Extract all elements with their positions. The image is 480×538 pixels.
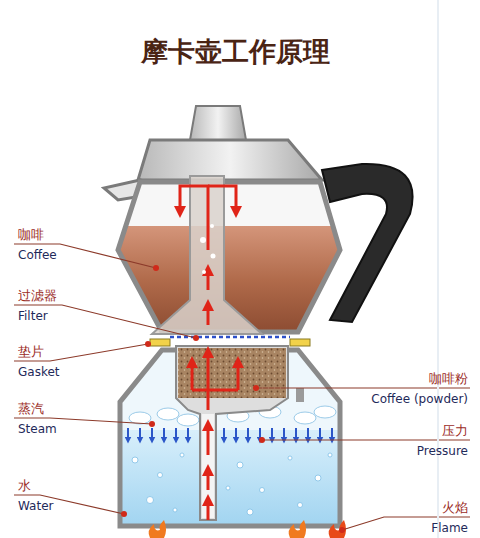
part-name: 咖啡粉 xyxy=(429,371,468,387)
lid-knob xyxy=(190,106,246,140)
part-name-english: Steam xyxy=(18,422,57,436)
pressure-arrow xyxy=(247,428,249,440)
bubble xyxy=(147,497,154,504)
pressure-arrow xyxy=(139,428,141,440)
leader-dot xyxy=(253,385,259,391)
part-name-english: Pressure xyxy=(417,444,468,458)
leader-dots xyxy=(121,265,345,533)
part-name: 蒸汽 xyxy=(18,401,44,417)
flow-arrow xyxy=(180,186,208,250)
pressure-arrow xyxy=(187,428,189,440)
bubble xyxy=(180,453,184,457)
lid xyxy=(138,140,322,180)
part-name: 压力 xyxy=(442,423,468,439)
flow-arrow xyxy=(208,186,236,212)
bubble xyxy=(158,473,163,478)
part-name-english: Gasket xyxy=(18,365,60,379)
bubble xyxy=(247,509,253,515)
steam-cloud xyxy=(157,408,179,420)
part-name: 过滤器 xyxy=(18,288,57,304)
flow-arrow xyxy=(237,362,240,390)
bubble xyxy=(315,475,321,481)
leader-dot xyxy=(149,421,155,427)
flame xyxy=(329,520,346,538)
pressure-arrow xyxy=(283,428,285,440)
water-bubbles xyxy=(132,453,332,515)
gasket xyxy=(290,339,310,346)
pressure-arrow xyxy=(295,428,297,440)
bubble xyxy=(210,224,214,228)
part-name-english: Filter xyxy=(18,309,48,323)
pressure-arrow xyxy=(271,428,273,440)
flow-arrow xyxy=(207,425,210,455)
bubble xyxy=(132,457,138,463)
flame xyxy=(289,520,306,538)
bubble xyxy=(260,488,265,493)
steam-cloud xyxy=(294,412,316,424)
part-name: 火焰 xyxy=(442,500,468,516)
chimney-bubbles xyxy=(200,224,216,274)
diagram-title: 摩卡壶工作原理 xyxy=(0,34,470,70)
leader-dot xyxy=(121,511,127,517)
pressure-arrow xyxy=(319,428,321,440)
bubble xyxy=(200,237,206,243)
part-name-english: Water xyxy=(18,499,53,513)
flow-arrows xyxy=(180,186,238,520)
leader-line xyxy=(14,344,148,361)
pressure-arrow xyxy=(223,428,225,440)
funnel-basket xyxy=(176,346,288,520)
steam-cloud xyxy=(314,406,336,418)
bubble xyxy=(298,503,303,508)
leader-lines xyxy=(14,244,470,530)
leader-line xyxy=(14,495,124,514)
flow-arrow xyxy=(191,362,194,390)
safety-valve xyxy=(296,388,304,402)
flow-arrow xyxy=(207,470,210,490)
flow-arrow xyxy=(192,389,238,392)
flame xyxy=(149,520,166,538)
pressure-arrow xyxy=(235,428,237,440)
pressure-arrow xyxy=(175,428,177,440)
leader-dot xyxy=(339,527,345,533)
steam-cloud xyxy=(177,414,199,426)
bubble xyxy=(173,508,177,512)
pressure-arrow xyxy=(151,428,153,440)
bubble xyxy=(226,486,230,490)
flow-arrow xyxy=(207,305,210,325)
leader-dot xyxy=(193,335,199,341)
pressure-arrow xyxy=(331,428,333,440)
leader-line xyxy=(14,305,196,338)
leader-dot xyxy=(153,265,159,271)
gasket xyxy=(150,339,170,346)
bubble xyxy=(288,456,292,460)
part-name: 水 xyxy=(18,478,31,494)
leader-line xyxy=(14,244,156,268)
flow-arrow xyxy=(207,500,210,520)
leader-dot xyxy=(145,341,151,347)
part-name-english: Coffee (powder) xyxy=(371,392,468,406)
water xyxy=(110,430,350,530)
chimney xyxy=(152,176,262,334)
flow-arrow xyxy=(207,270,210,290)
part-name-english: Coffee xyxy=(18,248,57,262)
pressure-arrows xyxy=(128,428,332,440)
bubble xyxy=(237,462,243,468)
part-name: 垫片 xyxy=(18,344,44,360)
bubble xyxy=(328,453,332,457)
leader-dot xyxy=(259,437,265,443)
part-name-english: Flame xyxy=(431,521,468,535)
steam-cloud xyxy=(129,412,151,424)
pressure-arrow xyxy=(163,428,165,440)
pressure-arrow xyxy=(127,428,129,440)
flow-arrow xyxy=(207,352,210,410)
pressure-arrow xyxy=(307,428,309,440)
bubble xyxy=(211,254,216,259)
part-name: 咖啡 xyxy=(18,227,44,243)
coffee-grounds xyxy=(178,348,286,398)
bubble xyxy=(202,270,206,274)
